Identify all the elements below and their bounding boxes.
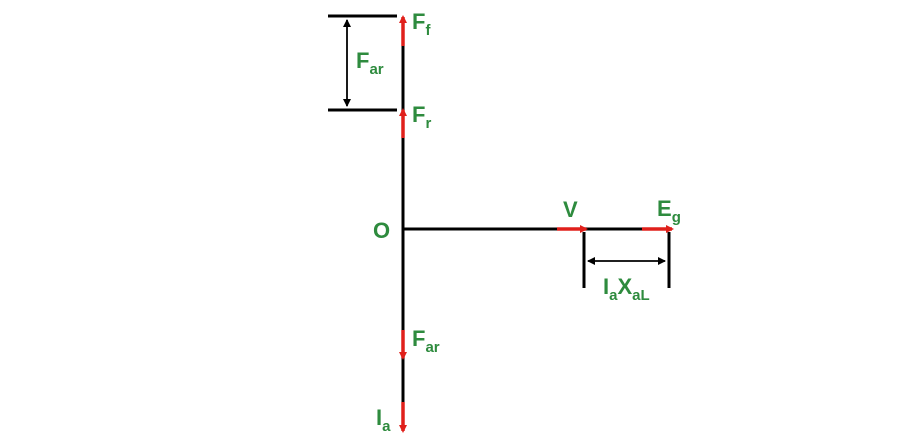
far-bracket-label: Far xyxy=(356,48,384,78)
drop-label-main1: I xyxy=(603,274,609,299)
eg-label-sub: g xyxy=(672,209,681,226)
far-bracket-label-sub: ar xyxy=(369,61,383,78)
drop-label-sub2: aL xyxy=(632,287,650,304)
eg-label: Eg xyxy=(657,196,681,226)
ia-label-sub: a xyxy=(382,418,391,435)
fr-label-main: F xyxy=(412,102,425,127)
ia-label-main: I xyxy=(376,405,382,430)
far-bracket-label-main: F xyxy=(356,48,369,73)
far-phasor-label: Far xyxy=(412,326,440,356)
ia-label: Ia xyxy=(376,405,391,435)
fr-label-sub: r xyxy=(425,115,431,132)
origin-label: O xyxy=(373,218,390,243)
drop-label-main2: X xyxy=(617,274,632,299)
fr-label: Fr xyxy=(412,102,431,132)
ff-label-sub: f xyxy=(425,22,431,39)
eg-label-main: E xyxy=(657,196,672,221)
ff-label: Ff xyxy=(412,9,431,39)
drop-label-sub1: a xyxy=(609,287,618,304)
drop-label: IaXaL xyxy=(603,274,650,304)
far-phasor-label-main: F xyxy=(412,326,425,351)
v-label: V xyxy=(563,197,578,222)
ff-label-main: F xyxy=(412,9,425,34)
far-phasor-label-sub: ar xyxy=(425,339,439,356)
